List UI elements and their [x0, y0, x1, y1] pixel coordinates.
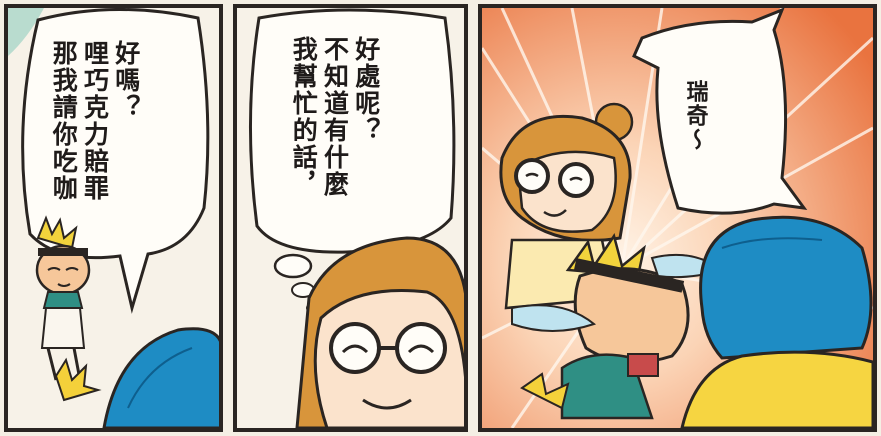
dialogue-line: 不知道有什麼	[320, 36, 350, 198]
dialogue-line: 好嗎？	[111, 40, 141, 121]
panel-3: 瑞奇～	[478, 4, 877, 432]
panel-2-art	[248, 8, 464, 428]
character-girl-face	[295, 236, 464, 428]
panel-1: 好嗎？ 哩巧克力賠罪 那我請你吃咖	[4, 4, 223, 432]
dialogue-line: 我幫忙的話，	[289, 36, 319, 198]
dialogue-line: 好處呢？	[351, 36, 381, 144]
dialogue-line: 那我請你吃咖	[49, 40, 79, 202]
blue-hair-head	[102, 327, 219, 428]
dialogue-text: 好處呢？ 不知道有什麼 我幫忙的話，	[288, 36, 382, 266]
dialogue-line: 瑞奇～	[682, 80, 708, 152]
dialogue-text: 好嗎？ 哩巧克力賠罪 那我請你吃咖	[48, 40, 142, 260]
thought-bubble	[248, 8, 456, 254]
dialogue-text: 瑞奇～	[681, 80, 709, 200]
character-rickey	[511, 233, 725, 420]
dialogue-line: 哩巧克力賠罪	[80, 40, 110, 202]
panel-1-art	[8, 8, 219, 428]
panel-3-art	[482, 8, 873, 428]
character-blue-hair	[680, 215, 873, 428]
speech-bubble	[632, 8, 808, 215]
panel-2: 好處呢？ 不知道有什麼 我幫忙的話，	[233, 4, 468, 432]
character-rickey-small	[35, 215, 102, 402]
